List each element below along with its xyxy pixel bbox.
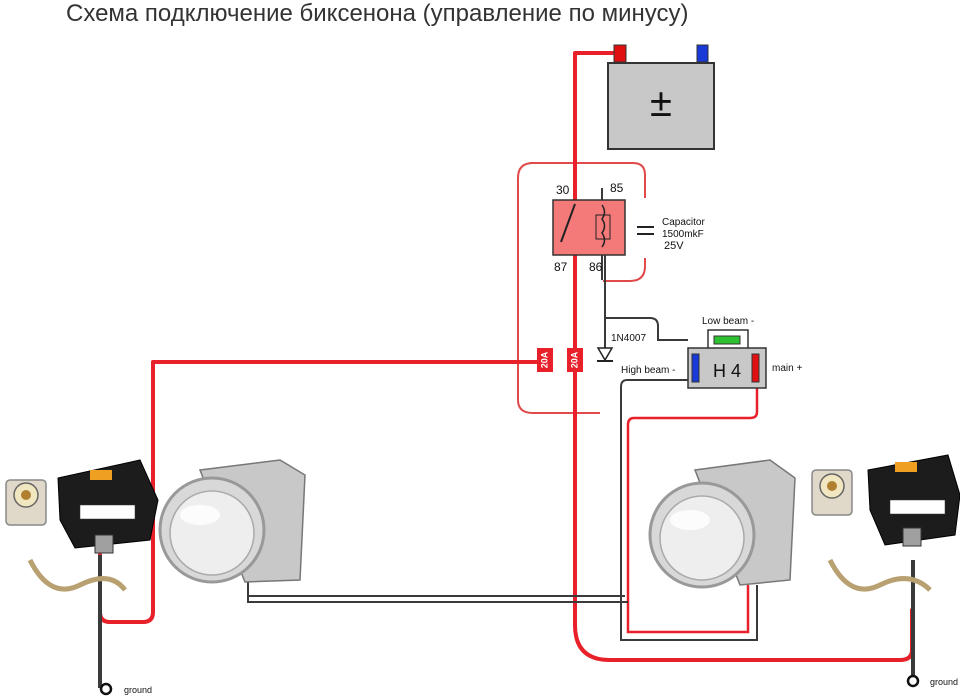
fuse-1: 20A <box>537 348 553 372</box>
battery-minus-terminal <box>696 44 709 63</box>
battery-symbol: ± <box>650 81 672 125</box>
capacitor-voltage: 25V <box>664 240 684 252</box>
right-ballast <box>811 454 960 592</box>
low-beam-label: Low beam - <box>702 316 754 327</box>
battery: ± <box>607 44 715 150</box>
page-title: Схема подключение биксенона (управление … <box>66 0 689 27</box>
relay-pin-85: 85 <box>610 181 624 195</box>
fuse-2-label: 20A <box>569 351 579 368</box>
relay-pin-86: 86 <box>589 260 603 274</box>
dark-wires <box>98 188 915 688</box>
capacitor-label: Capacitor <box>662 217 705 228</box>
relay-block-frame <box>517 162 646 414</box>
capacitor: Capacitor 1500mkF 25V <box>637 217 705 252</box>
high-beam-label: High beam - <box>621 365 675 376</box>
relay: 30 85 87 86 <box>552 181 626 274</box>
h4-low-beam-pin <box>713 335 741 345</box>
h4-label: H 4 <box>713 361 741 381</box>
diode: 1N4007 <box>596 333 646 362</box>
h4-main-pin <box>751 353 760 383</box>
left-ballast <box>5 459 159 592</box>
capacitor-value: 1500mkF <box>662 229 704 240</box>
relay-pin-87: 87 <box>554 260 568 274</box>
h4-connector: H 4 Low beam - High beam - main + <box>621 316 802 389</box>
left-headlight <box>158 459 306 584</box>
ground-right: ground <box>906 674 958 688</box>
fuse-2: 20A <box>567 348 583 372</box>
diode-label: 1N4007 <box>611 333 646 344</box>
h4-high-beam-pin <box>691 353 700 383</box>
fuse-1-label: 20A <box>539 351 549 368</box>
battery-plus-terminal <box>613 44 627 63</box>
main-plus-label: main + <box>772 363 802 374</box>
ground-left-label: ground <box>124 685 152 695</box>
relay-pin-30: 30 <box>556 183 570 197</box>
ground-right-label: ground <box>930 677 958 687</box>
right-headlight <box>648 459 796 589</box>
ground-left: ground <box>99 682 152 696</box>
h4-main-wire <box>626 378 759 634</box>
